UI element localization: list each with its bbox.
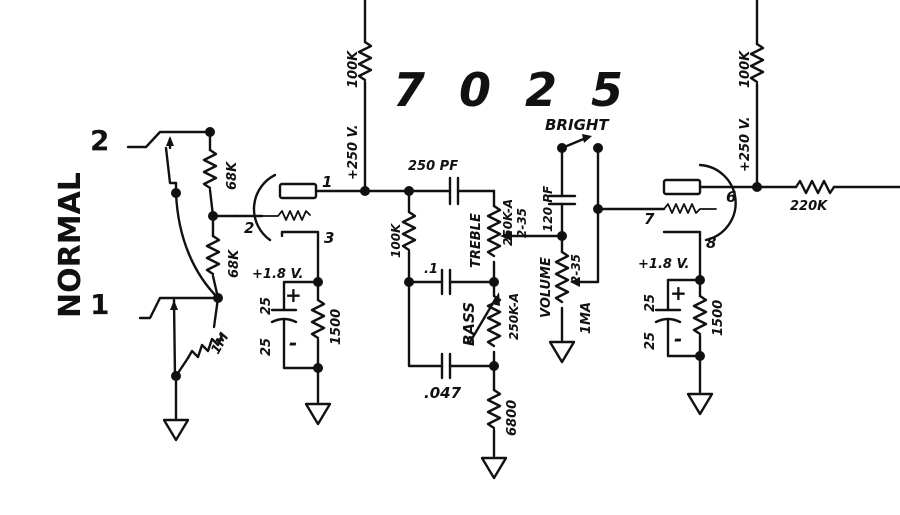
- tube2-cap-value: 25: [643, 294, 658, 312]
- volume-pot-value: 1MA: [579, 302, 594, 334]
- resistor-68k-top-label: 68K: [225, 161, 240, 190]
- tube1-cathode-resistor: [310, 280, 326, 370]
- slope-resistor-label: 100K: [389, 222, 403, 258]
- junction-dot: [171, 188, 181, 198]
- tube2-plate-resistor: [749, 0, 765, 189]
- tube1-cathode-resistor-label: 1500: [329, 309, 344, 345]
- ground-symbol: [162, 418, 190, 442]
- tube1-pin-3: 3: [324, 229, 334, 247]
- tube2-plate-resistor-label: 100K: [738, 50, 753, 88]
- jack-2-label: 2: [90, 124, 109, 157]
- tube2-cap-rating: 25: [643, 332, 658, 350]
- tube1-cathode-capacitor: [270, 280, 320, 370]
- tube1-cap-rating: 25: [259, 338, 274, 356]
- tube2-pin-7: 7: [644, 210, 655, 228]
- tube1-cathode-voltage: +1.8 V.: [252, 267, 303, 282]
- tube2-cap-plus: +: [670, 281, 687, 305]
- ground-symbol: [686, 392, 714, 416]
- output-resistor: [755, 179, 900, 195]
- resistor-68k-bottom: [205, 214, 221, 300]
- jack-link-wire: [174, 191, 220, 300]
- ground-symbol: [304, 402, 332, 426]
- tube1-cap-minus: -: [289, 331, 297, 355]
- tube2-cathode-capacitor: [654, 278, 702, 358]
- resistor-1m: [174, 296, 224, 378]
- bass-pot: [468, 280, 502, 368]
- tube2-cathode-voltage: +1.8 V.: [638, 257, 689, 272]
- treble-capacitor: [407, 176, 496, 206]
- volume-pot-code: 2-35: [569, 254, 583, 284]
- bass-pot-value: 250K-A: [507, 293, 521, 340]
- tube2-cathode-resistor-label: 1500: [711, 300, 726, 336]
- resistor-68k-top: [202, 130, 218, 218]
- tube2-cap-minus: -: [674, 327, 682, 351]
- slope-resistor: [401, 189, 417, 284]
- bright-label: BRIGHT: [545, 116, 610, 134]
- mid-capacitor: [407, 280, 496, 380]
- treble-pot-label: TREBLE: [469, 213, 484, 268]
- input-jack-2: [126, 130, 212, 185]
- tube2-pin-6: 6: [726, 188, 736, 206]
- bass-pot-label: BASS: [460, 302, 478, 346]
- output-resistor-label: 220K: [790, 199, 828, 214]
- tube1-plate-resistor: [357, 0, 373, 193]
- tube1-plate-resistor-label: 100K: [346, 50, 361, 88]
- ground-symbol: [548, 340, 576, 364]
- channel-label: NORMAL: [53, 172, 88, 318]
- resistor-1m-label: 1M: [208, 330, 232, 357]
- mid-cap-label: .047: [424, 384, 462, 402]
- volume-pot-label: VOLUME: [539, 257, 554, 318]
- jack-1-label: 1: [90, 288, 109, 321]
- volume-pot: [554, 146, 600, 342]
- ground-symbol: [480, 456, 508, 480]
- resistor-68k-bottom-label: 68K: [227, 249, 242, 278]
- tube2-pin-8: 8: [706, 234, 716, 252]
- tube2-cathode-resistor: [692, 278, 708, 358]
- bright-capacitor: [547, 146, 577, 238]
- model-number: 7025: [393, 63, 657, 117]
- treble-pot-code: 2-35: [515, 208, 529, 238]
- treble-pot-value: 250K-A: [501, 199, 515, 246]
- tube-2: [662, 163, 759, 242]
- tube1-pin-1: 1: [322, 173, 332, 191]
- input-jack-1: [138, 296, 220, 380]
- tube1-pin-2: 2: [244, 219, 254, 237]
- tube1-plate-voltage: +250 V.: [346, 124, 361, 180]
- tube-1: [234, 173, 367, 248]
- treble-cap-label: 250 PF: [408, 159, 458, 174]
- tube2-plate-voltage: +250 V.: [738, 116, 753, 172]
- bass-cap-label: .1: [424, 262, 438, 277]
- mid-resistor-label: 6800: [505, 400, 520, 436]
- bright-switch: [557, 134, 603, 153]
- bass-capacitor: [407, 268, 496, 296]
- tube1-cap-value: 25: [259, 297, 274, 315]
- mid-resistor: [486, 364, 502, 458]
- bright-cap-label: 120 PF: [541, 185, 555, 232]
- tube1-cap-plus: +: [285, 283, 302, 307]
